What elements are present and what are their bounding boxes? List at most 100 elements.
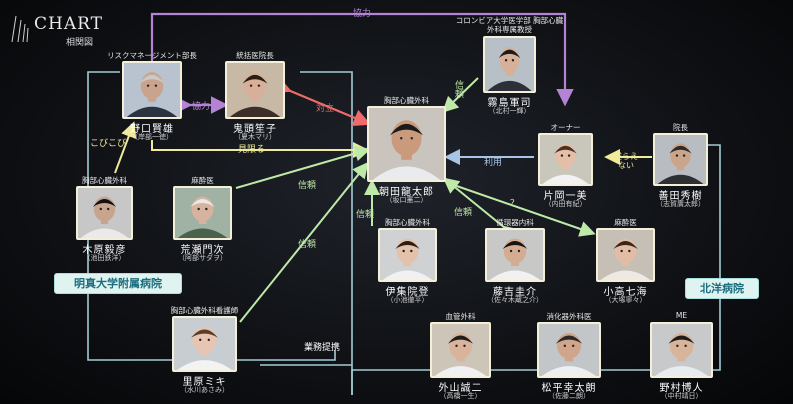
shinrai-fujiyoshi-line bbox=[442, 177, 520, 242]
header-title: CHART bbox=[34, 14, 103, 34]
kyoryoku-top-line bbox=[150, 12, 574, 107]
person-role: リスクマネージメント部長 bbox=[107, 51, 197, 60]
label-shinrai-ijuin: 信頼 bbox=[356, 210, 375, 220]
person-photo bbox=[367, 106, 446, 182]
chart-header: CHART 相関図 bbox=[8, 12, 118, 48]
label-tairitsu: 対立 bbox=[316, 104, 335, 114]
person-name: 荒瀬門次 bbox=[180, 245, 225, 256]
label-question: ？ bbox=[510, 199, 520, 209]
person-role: 循環器内科 bbox=[496, 218, 534, 227]
person-role: 消化器外科医 bbox=[546, 312, 592, 321]
label-shinrai-satohara: 信頼 bbox=[298, 240, 317, 250]
person-photo bbox=[172, 316, 237, 372]
person-actor: （夏木マリ） bbox=[234, 133, 276, 141]
person-role: 麻酔医 bbox=[191, 176, 214, 185]
portrait-image bbox=[598, 230, 653, 280]
person-photo bbox=[650, 322, 713, 378]
person-actor: （中村靖日） bbox=[660, 392, 703, 400]
tairitsu-line bbox=[272, 76, 372, 127]
person-photo bbox=[173, 186, 232, 240]
label-kyoryoku-mid: 協力 bbox=[192, 102, 211, 112]
person-photo bbox=[653, 133, 708, 186]
person-actor: （佐々木蔵之介） bbox=[487, 296, 543, 304]
person-toyama: 血管外科外山誠二（高橋一生） bbox=[430, 312, 491, 400]
person-fujiyoshi: 循環器内科藤吉圭介（佐々木蔵之介） bbox=[485, 218, 545, 304]
person-role: オーナー bbox=[550, 123, 581, 132]
portrait-image bbox=[124, 63, 180, 117]
person-name: 朝田龍太郎 bbox=[379, 187, 434, 198]
portrait-image bbox=[175, 188, 230, 238]
person-ijuin: 胸部心臓外科伊集院登（小池徹平） bbox=[378, 218, 437, 304]
person-asada: 胸部心臓外科朝田龍太郎（坂口憲二） bbox=[367, 96, 446, 204]
portrait-image bbox=[78, 188, 131, 238]
hokuyo-frame bbox=[351, 144, 721, 395]
person-photo bbox=[485, 228, 545, 282]
person-matsudaira: 消化器外科医松平幸太朗（佐藤二朗） bbox=[537, 312, 601, 400]
person-name: 野口賢雄 bbox=[130, 124, 174, 135]
person-role: 麻酔医 bbox=[614, 218, 637, 227]
person-name: 伊集院登 bbox=[385, 287, 430, 298]
meishin-frame-2 bbox=[300, 71, 353, 395]
portrait-image bbox=[227, 63, 283, 117]
person-photo bbox=[76, 186, 133, 240]
person-kataoka: オーナー片岡一美（内田有紀） bbox=[538, 123, 593, 208]
person-role: コロンビア大学医学部 胸部心臓外科専属教授 bbox=[455, 16, 564, 34]
person-arase: 麻酔医荒瀬門次（阿部サダヲ） bbox=[173, 176, 232, 262]
label-sakaraenai: 逆らえない bbox=[614, 152, 638, 170]
person-actor: （内田有紀） bbox=[544, 200, 587, 208]
person-name: 小高七海 bbox=[603, 287, 648, 298]
person-photo bbox=[596, 228, 655, 282]
person-actor: （水川あさみ） bbox=[180, 386, 229, 394]
person-kitou: 統括医院長鬼頭笙子（夏木マリ） bbox=[225, 51, 285, 141]
kobikobi-line bbox=[114, 121, 137, 174]
person-satohara: 胸部心臓外科看護師里原ミキ（水川あさみ） bbox=[171, 306, 239, 394]
person-actor: （高橋一生） bbox=[439, 392, 482, 400]
person-name: 片岡一美 bbox=[543, 191, 588, 202]
portrait-image bbox=[174, 318, 235, 370]
label-shinrai-fujiyoshi: 信頼 bbox=[454, 208, 473, 218]
person-name: 野村博人 bbox=[659, 383, 704, 394]
person-role: 統括医院長 bbox=[236, 51, 274, 60]
person-name: 松平幸太朗 bbox=[541, 383, 597, 394]
person-kotaka: 麻酔医小高七海（大塚寧々） bbox=[596, 218, 655, 304]
header-subtitle: 相関図 bbox=[66, 38, 94, 48]
shinrai-kihara-line bbox=[235, 145, 371, 189]
person-kihara: 胸部心臓外科木原毅彦（池田鉄洋） bbox=[76, 176, 133, 262]
person-actor: （大塚寧々） bbox=[604, 296, 647, 304]
mikagiru-line bbox=[151, 140, 369, 158]
person-photo bbox=[122, 61, 182, 119]
portrait-image bbox=[652, 324, 711, 376]
person-actor: （坂口憲二） bbox=[385, 196, 428, 204]
person-photo bbox=[483, 36, 536, 93]
portrait-image bbox=[369, 108, 444, 180]
label-shinrai-kirishima: 信頼 bbox=[453, 80, 463, 98]
header-wave-icon bbox=[11, 15, 29, 43]
person-photo bbox=[537, 322, 601, 378]
shinrai-kirishima-line bbox=[442, 77, 479, 113]
person-name: 木原毅彦 bbox=[82, 245, 127, 256]
portrait-image bbox=[487, 230, 543, 280]
person-zenda: 院長善田秀樹（志賀廣太郎） bbox=[653, 123, 708, 208]
person-name: 鬼頭笙子 bbox=[233, 124, 277, 135]
portrait-image bbox=[655, 135, 706, 184]
person-actor: （佐藤二朗） bbox=[548, 392, 590, 400]
question-line bbox=[447, 182, 596, 237]
person-photo bbox=[225, 61, 285, 119]
label-kobikobi: こびこび bbox=[90, 139, 127, 149]
person-role: 胸部心臓外科 bbox=[385, 218, 430, 227]
person-actor: （志賀廣太郎） bbox=[656, 200, 705, 208]
person-name: 霧島軍司 bbox=[487, 98, 532, 109]
shinrai-satohara-line bbox=[239, 161, 369, 323]
meishin-frame bbox=[87, 71, 336, 361]
person-actor: （北村一輝） bbox=[488, 107, 531, 115]
label-riyou: 利用 bbox=[484, 158, 503, 168]
person-name: 外山誠二 bbox=[438, 383, 483, 394]
person-role: 院長 bbox=[673, 123, 688, 132]
person-actor: （小池徹平） bbox=[386, 296, 429, 304]
label-kyoryoku-top: 協力 bbox=[353, 9, 372, 19]
person-role: 胸部心臓外科 bbox=[82, 176, 127, 185]
label-mikagiru: 見限る bbox=[238, 145, 266, 155]
